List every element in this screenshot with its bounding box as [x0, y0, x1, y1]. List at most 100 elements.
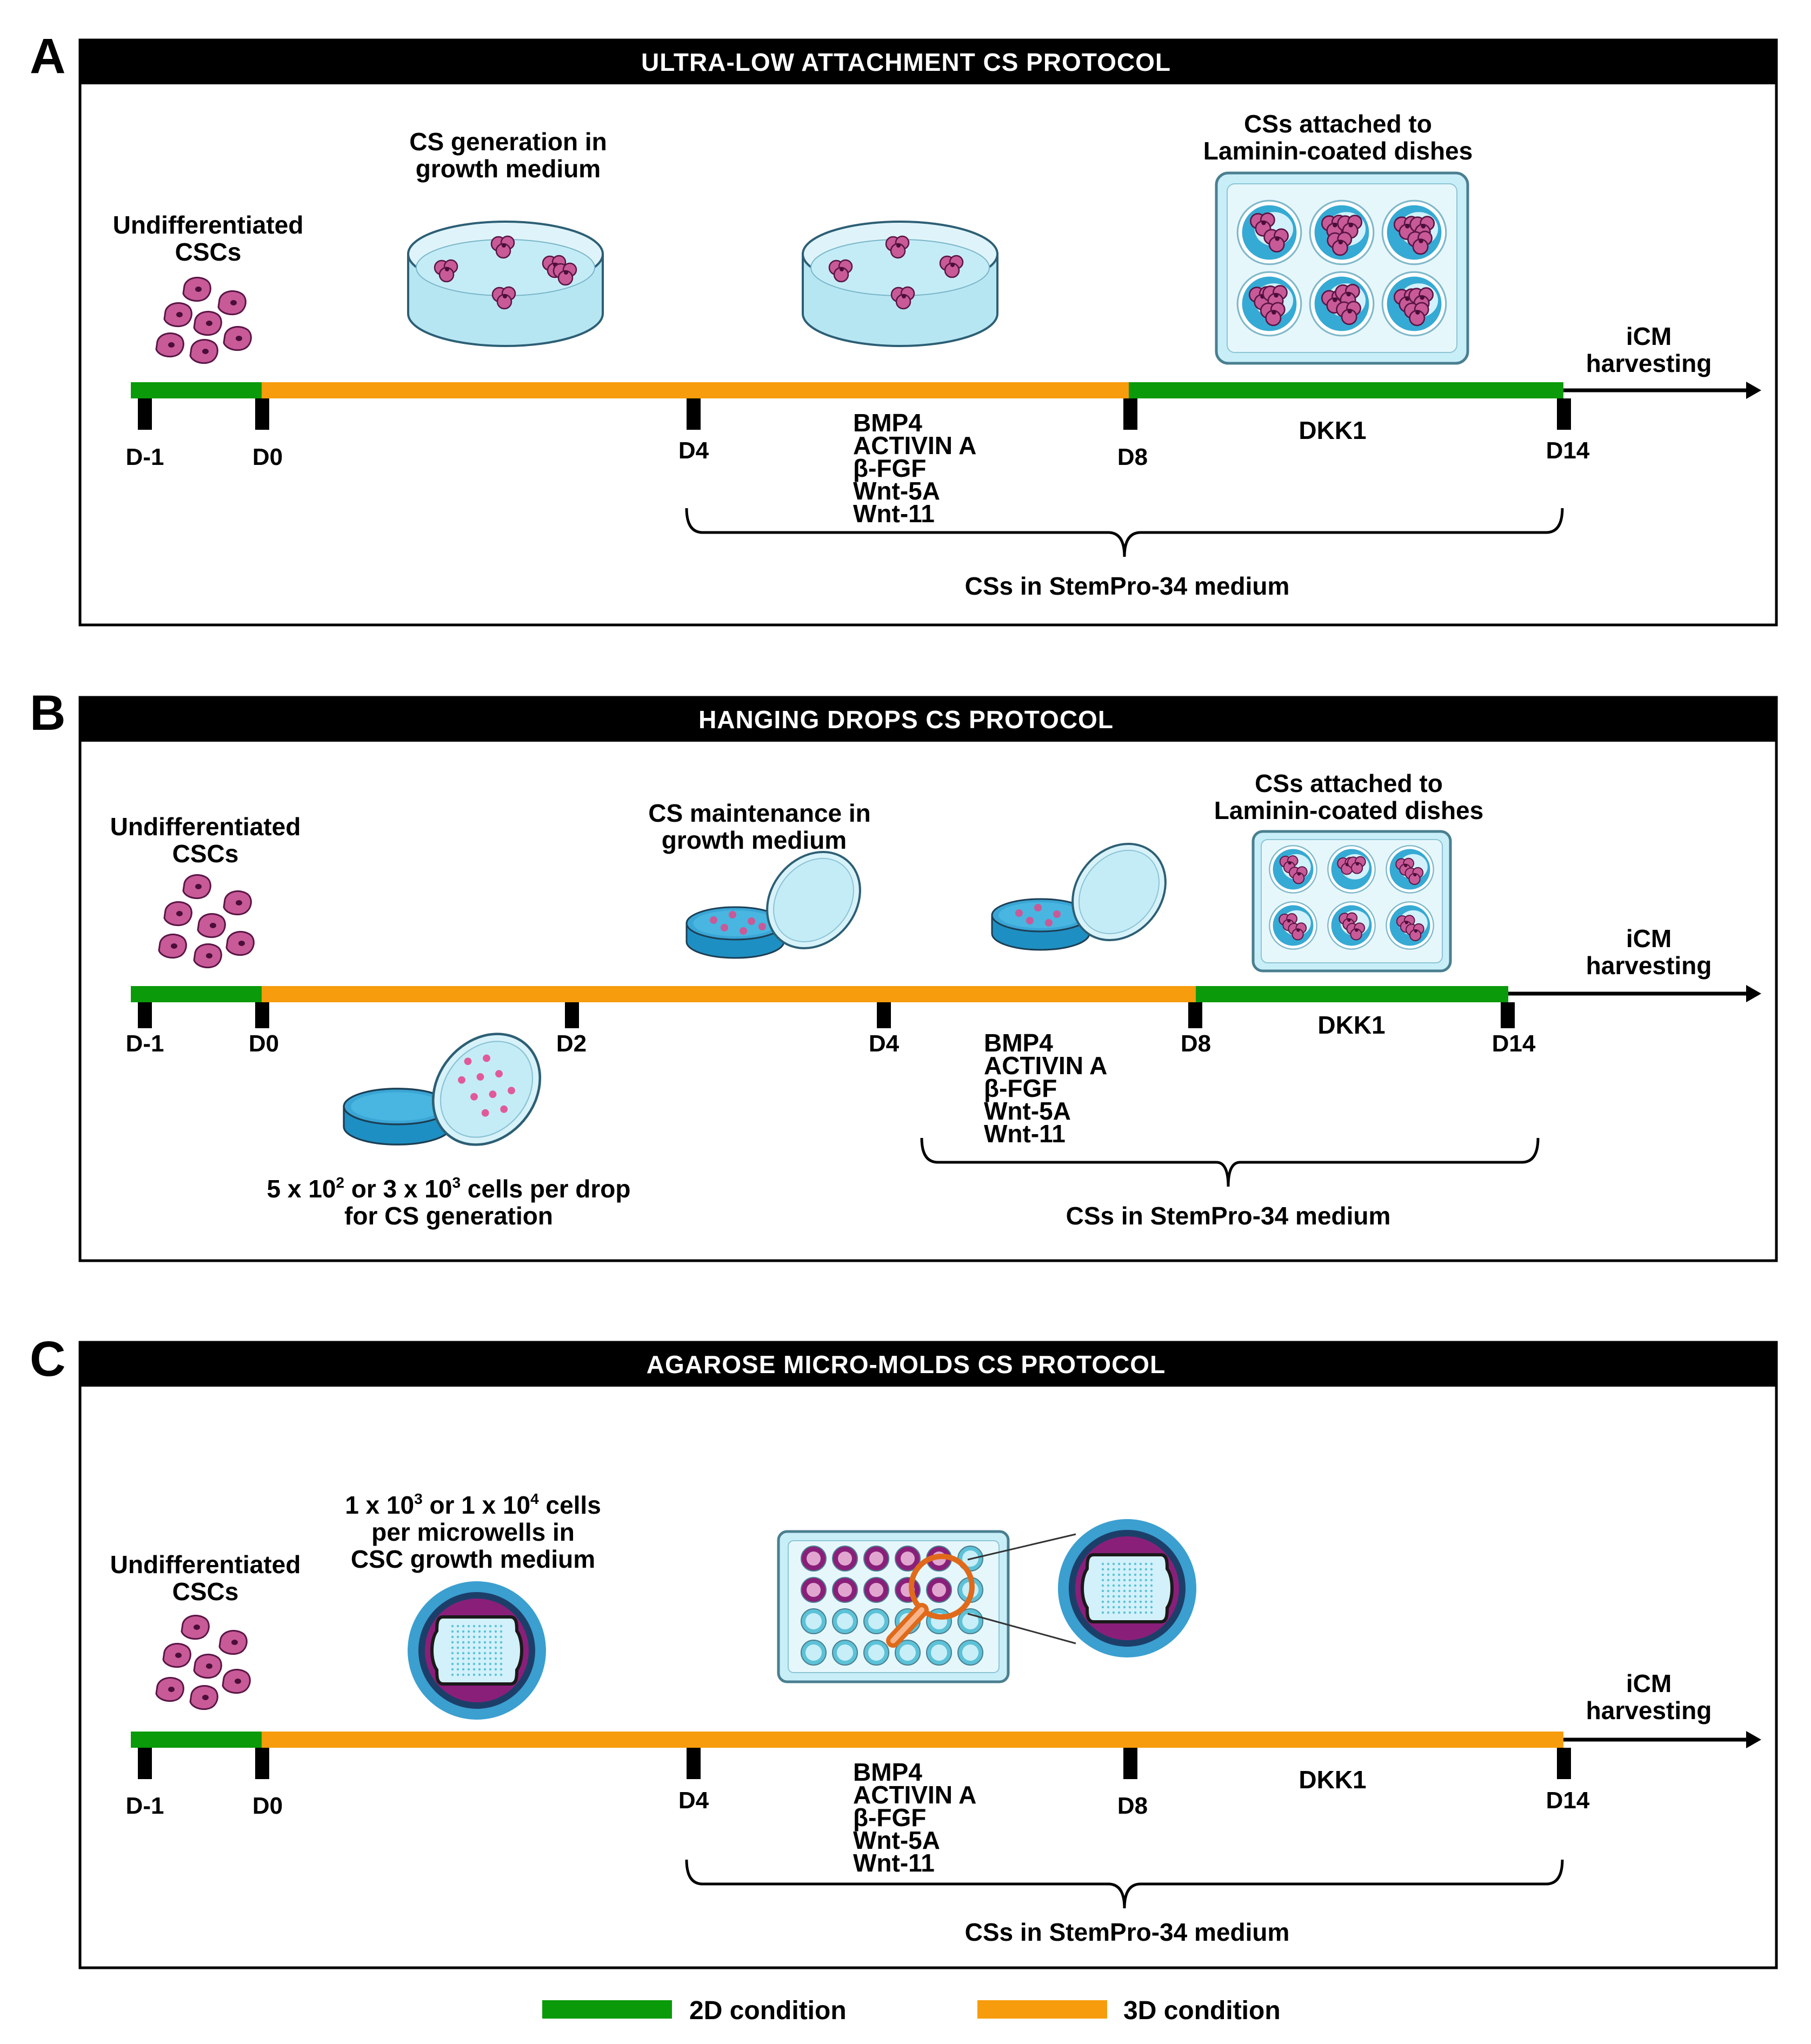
day-label: D14 — [1546, 1787, 1590, 1814]
factor: BMP4 — [853, 409, 922, 437]
factor: BMP4 — [853, 1758, 922, 1786]
day-label: D0 — [252, 444, 283, 470]
medium-bracket — [920, 1137, 1540, 1187]
plate-well-center — [838, 1583, 852, 1597]
timeline — [131, 382, 1761, 430]
plate-well-center — [901, 1552, 915, 1566]
panel-frame — [78, 696, 1778, 1262]
plate-well-center — [837, 1613, 853, 1629]
factor: β-FGF — [853, 1803, 926, 1832]
plate-well-center — [962, 1644, 978, 1661]
start-label: Undifferentiated — [110, 813, 301, 841]
day-tick — [138, 1748, 152, 1779]
zoom-line — [967, 1613, 1076, 1644]
plate-well-center — [931, 1644, 947, 1661]
mold-label: per microwells in — [371, 1518, 575, 1546]
phase-2d-bar — [131, 986, 262, 1002]
open-dish-icon — [991, 898, 1090, 951]
factor: Wnt-5A — [984, 1097, 1071, 1125]
day-tick — [1557, 398, 1571, 430]
factor: Wnt-11 — [853, 1849, 935, 1877]
plate-well-center — [869, 1583, 883, 1597]
plate-well-center — [807, 1552, 821, 1566]
mold-label: 1 x 103 or 1 x 104 cells — [345, 1490, 601, 1519]
panel-a: A ULTRA-LOW ATTACHMENT CS PROTOCOL Undif… — [30, 29, 1778, 627]
day-label: D0 — [252, 1793, 283, 1819]
day-tick — [1501, 1002, 1515, 1028]
panel-title-bar — [80, 697, 1776, 742]
ultra-low-attachment-dish-icon — [407, 221, 604, 347]
start-label: CSCs — [172, 840, 239, 868]
day-tick — [1557, 1748, 1571, 1779]
stage-label: CS generation in — [409, 128, 607, 156]
stage-label: growth medium — [662, 826, 847, 854]
legend-label-2d: 2D condition — [689, 1996, 847, 2025]
factor: ACTIVIN A — [984, 1051, 1107, 1080]
day-tick — [1123, 398, 1137, 430]
day-label: D4 — [678, 1787, 709, 1814]
day-tick — [565, 1002, 579, 1028]
attach-label: Laminin-coated dishes — [1203, 137, 1473, 165]
factor: Wnt-11 — [984, 1120, 1066, 1148]
day-label: D2 — [556, 1030, 587, 1057]
zoom-line — [967, 1533, 1076, 1561]
start-label: Undifferentiated — [113, 211, 304, 239]
timeline — [131, 1731, 1761, 1779]
end-label: harvesting — [1586, 951, 1712, 980]
stage-label: CS maintenance in — [648, 799, 871, 827]
day-tick — [255, 398, 269, 430]
laminin-plate-icon — [1251, 830, 1452, 973]
timeline — [131, 985, 1761, 1028]
day-tick — [687, 1748, 701, 1779]
end-label: iCM — [1626, 322, 1672, 350]
agarose-micro-mold-zoom-icon — [1058, 1519, 1196, 1657]
attach-label: Laminin-coated dishes — [1214, 796, 1483, 824]
magnifier-icon — [886, 1554, 975, 1648]
start-label: CSCs — [175, 238, 242, 266]
day-label: D-1 — [126, 1030, 164, 1057]
end-label: harvesting — [1586, 349, 1712, 377]
plate-well-center — [837, 1644, 853, 1661]
day-tick — [1123, 1748, 1137, 1779]
day-tick — [255, 1002, 269, 1028]
end-label: iCM — [1626, 1669, 1672, 1697]
day-label: D14 — [1492, 1030, 1536, 1057]
medium-bracket — [685, 1859, 1564, 1909]
attach-label: CSs attached to — [1255, 769, 1443, 797]
hanging-drop-dish-icon — [343, 1013, 562, 1166]
phase-3d-bar — [262, 986, 1196, 1002]
day-label: D4 — [869, 1030, 900, 1057]
phase-2d-bar — [1196, 986, 1508, 1002]
medium-label: CSs in StemPro-34 medium — [965, 572, 1290, 600]
medium-bracket — [685, 508, 1564, 557]
factor-list: BMP4 ACTIVIN A β-FGF Wnt-5A Wnt-11 — [853, 1758, 976, 1877]
panel-letter: B — [30, 685, 65, 741]
phase-3d-bar — [262, 382, 1129, 398]
factor: ACTIVIN A — [853, 1781, 976, 1809]
multiwell-plate-icon — [777, 1530, 1010, 1683]
day-label: D4 — [678, 437, 709, 464]
plate-well-center — [805, 1644, 822, 1661]
stage-label: growth medium — [416, 155, 601, 183]
panel-title: ULTRA-LOW ATTACHMENT CS PROTOCOL — [641, 48, 1171, 76]
day-tick — [877, 1002, 891, 1028]
agarose-micro-mold-icon — [408, 1581, 546, 1720]
panel-title: HANGING DROPS CS PROTOCOL — [698, 705, 1114, 734]
plate-well-center — [962, 1613, 978, 1629]
factor: Wnt-5A — [853, 477, 940, 505]
factor: BMP4 — [984, 1029, 1053, 1057]
undifferentiated-cells-icon — [155, 1615, 251, 1710]
day-label: D0 — [249, 1030, 279, 1057]
start-label: Undifferentiated — [110, 1550, 301, 1579]
day-label: D-1 — [126, 444, 164, 470]
attach-label: CSs attached to — [1244, 110, 1432, 138]
open-dish-icon — [685, 906, 785, 959]
panel-b: B HANGING DROPS CS PROTOCOL Undifferenti… — [30, 685, 1778, 1262]
phase-2d-bar — [131, 382, 262, 398]
panel-letter: C — [30, 1331, 65, 1387]
drop-label: for CS generation — [344, 1202, 553, 1230]
plate-well-center — [838, 1552, 852, 1566]
legend-label-3d: 3D condition — [1123, 1996, 1281, 2025]
factor: Wnt-11 — [853, 500, 935, 528]
